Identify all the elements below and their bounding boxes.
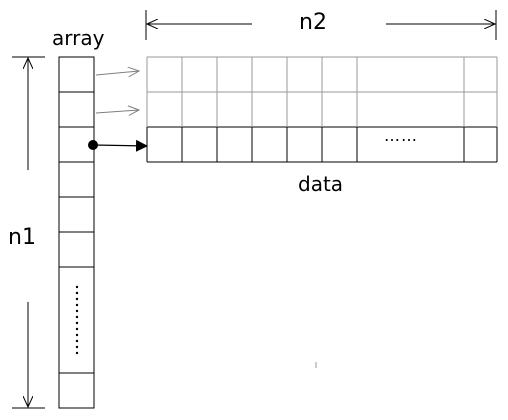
array-ellipsis-dot	[75, 333, 79, 337]
array-ellipsis-dot	[75, 327, 79, 331]
array-ellipsis-dot	[75, 339, 79, 343]
data-grid	[146, 56, 498, 163]
array-vertical-ellipsis	[75, 285, 79, 355]
pointer-arrow-row-3	[92, 139, 148, 152]
array-column	[58, 56, 95, 409]
array-label: array	[52, 26, 105, 50]
n1-label: n1	[8, 225, 36, 250]
n1-dimension	[12, 56, 45, 409]
pointer-arrow-row-2	[95, 110, 139, 113]
array-ellipsis-dot	[75, 309, 79, 313]
array-ellipsis-dot	[75, 285, 79, 289]
array-ellipsis-dot	[75, 297, 79, 301]
array-ellipsis-dot	[75, 345, 79, 349]
n2-label: n2	[299, 10, 327, 35]
row-ellipsis: ……	[384, 126, 418, 145]
array-ellipsis-dot	[75, 321, 79, 325]
pointer-arrows	[88, 71, 148, 152]
n2-dimension	[145, 10, 497, 40]
array-ellipsis-dot	[75, 291, 79, 295]
array-ellipsis-dot	[75, 351, 79, 355]
array-ellipsis-dot	[75, 303, 79, 307]
array-ellipsis-dot	[75, 315, 79, 319]
data-label: data	[298, 172, 344, 196]
pointer-arrow-row-1	[95, 71, 139, 75]
